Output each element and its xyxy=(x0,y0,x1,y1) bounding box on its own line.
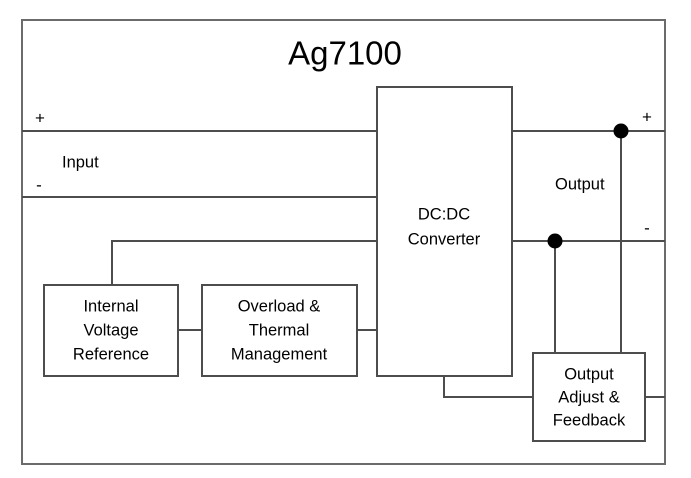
block-dcdc-converter[interactable]: DC:DC Converter xyxy=(376,86,513,377)
block-output-adjust-feedback-line-2: Adjust & xyxy=(558,388,619,406)
output-label: Output xyxy=(555,175,605,193)
junction-dot-output-plus xyxy=(613,123,629,139)
input-minus-label: - xyxy=(36,175,42,194)
block-internal-voltage-reference-rect xyxy=(43,284,179,377)
input-plus-label: + xyxy=(35,108,45,127)
output-plus-label: + xyxy=(642,107,652,126)
junction-dot-output-minus xyxy=(547,233,563,249)
block-output-adjust-feedback[interactable]: Output Adjust & Feedback xyxy=(532,352,646,442)
page-title: Ag7100 xyxy=(288,35,402,72)
block-output-adjust-feedback-line-1: Output xyxy=(564,365,614,383)
block-overload-thermal-management-line-2: Thermal xyxy=(249,321,310,339)
block-dcdc-converter-line-1: DC:DC xyxy=(418,205,470,223)
block-overload-thermal-management[interactable]: Overload & Thermal Management xyxy=(201,284,358,377)
block-internal-voltage-reference[interactable]: Internal Voltage Reference xyxy=(43,284,179,377)
block-output-adjust-feedback-rect xyxy=(532,352,646,442)
block-overload-thermal-management-rect xyxy=(201,284,358,377)
input-label: Input xyxy=(62,153,99,171)
output-minus-label: - xyxy=(644,218,650,237)
block-dcdc-converter-line-2: Converter xyxy=(408,230,481,248)
block-output-adjust-feedback-line-3: Feedback xyxy=(553,411,626,429)
block-internal-voltage-reference-line-1: Internal xyxy=(83,297,138,315)
block-overload-thermal-management-line-1: Overload & xyxy=(238,297,321,315)
block-internal-voltage-reference-line-2: Voltage xyxy=(83,321,138,339)
block-overload-thermal-management-line-3: Management xyxy=(231,345,328,363)
wire-dcdc-to-output-adjust xyxy=(443,376,533,398)
block-dcdc-converter-rect xyxy=(376,86,513,377)
block-internal-voltage-reference-line-3: Reference xyxy=(73,345,149,363)
wire-dcdc-to-voltage-reference xyxy=(111,240,377,285)
